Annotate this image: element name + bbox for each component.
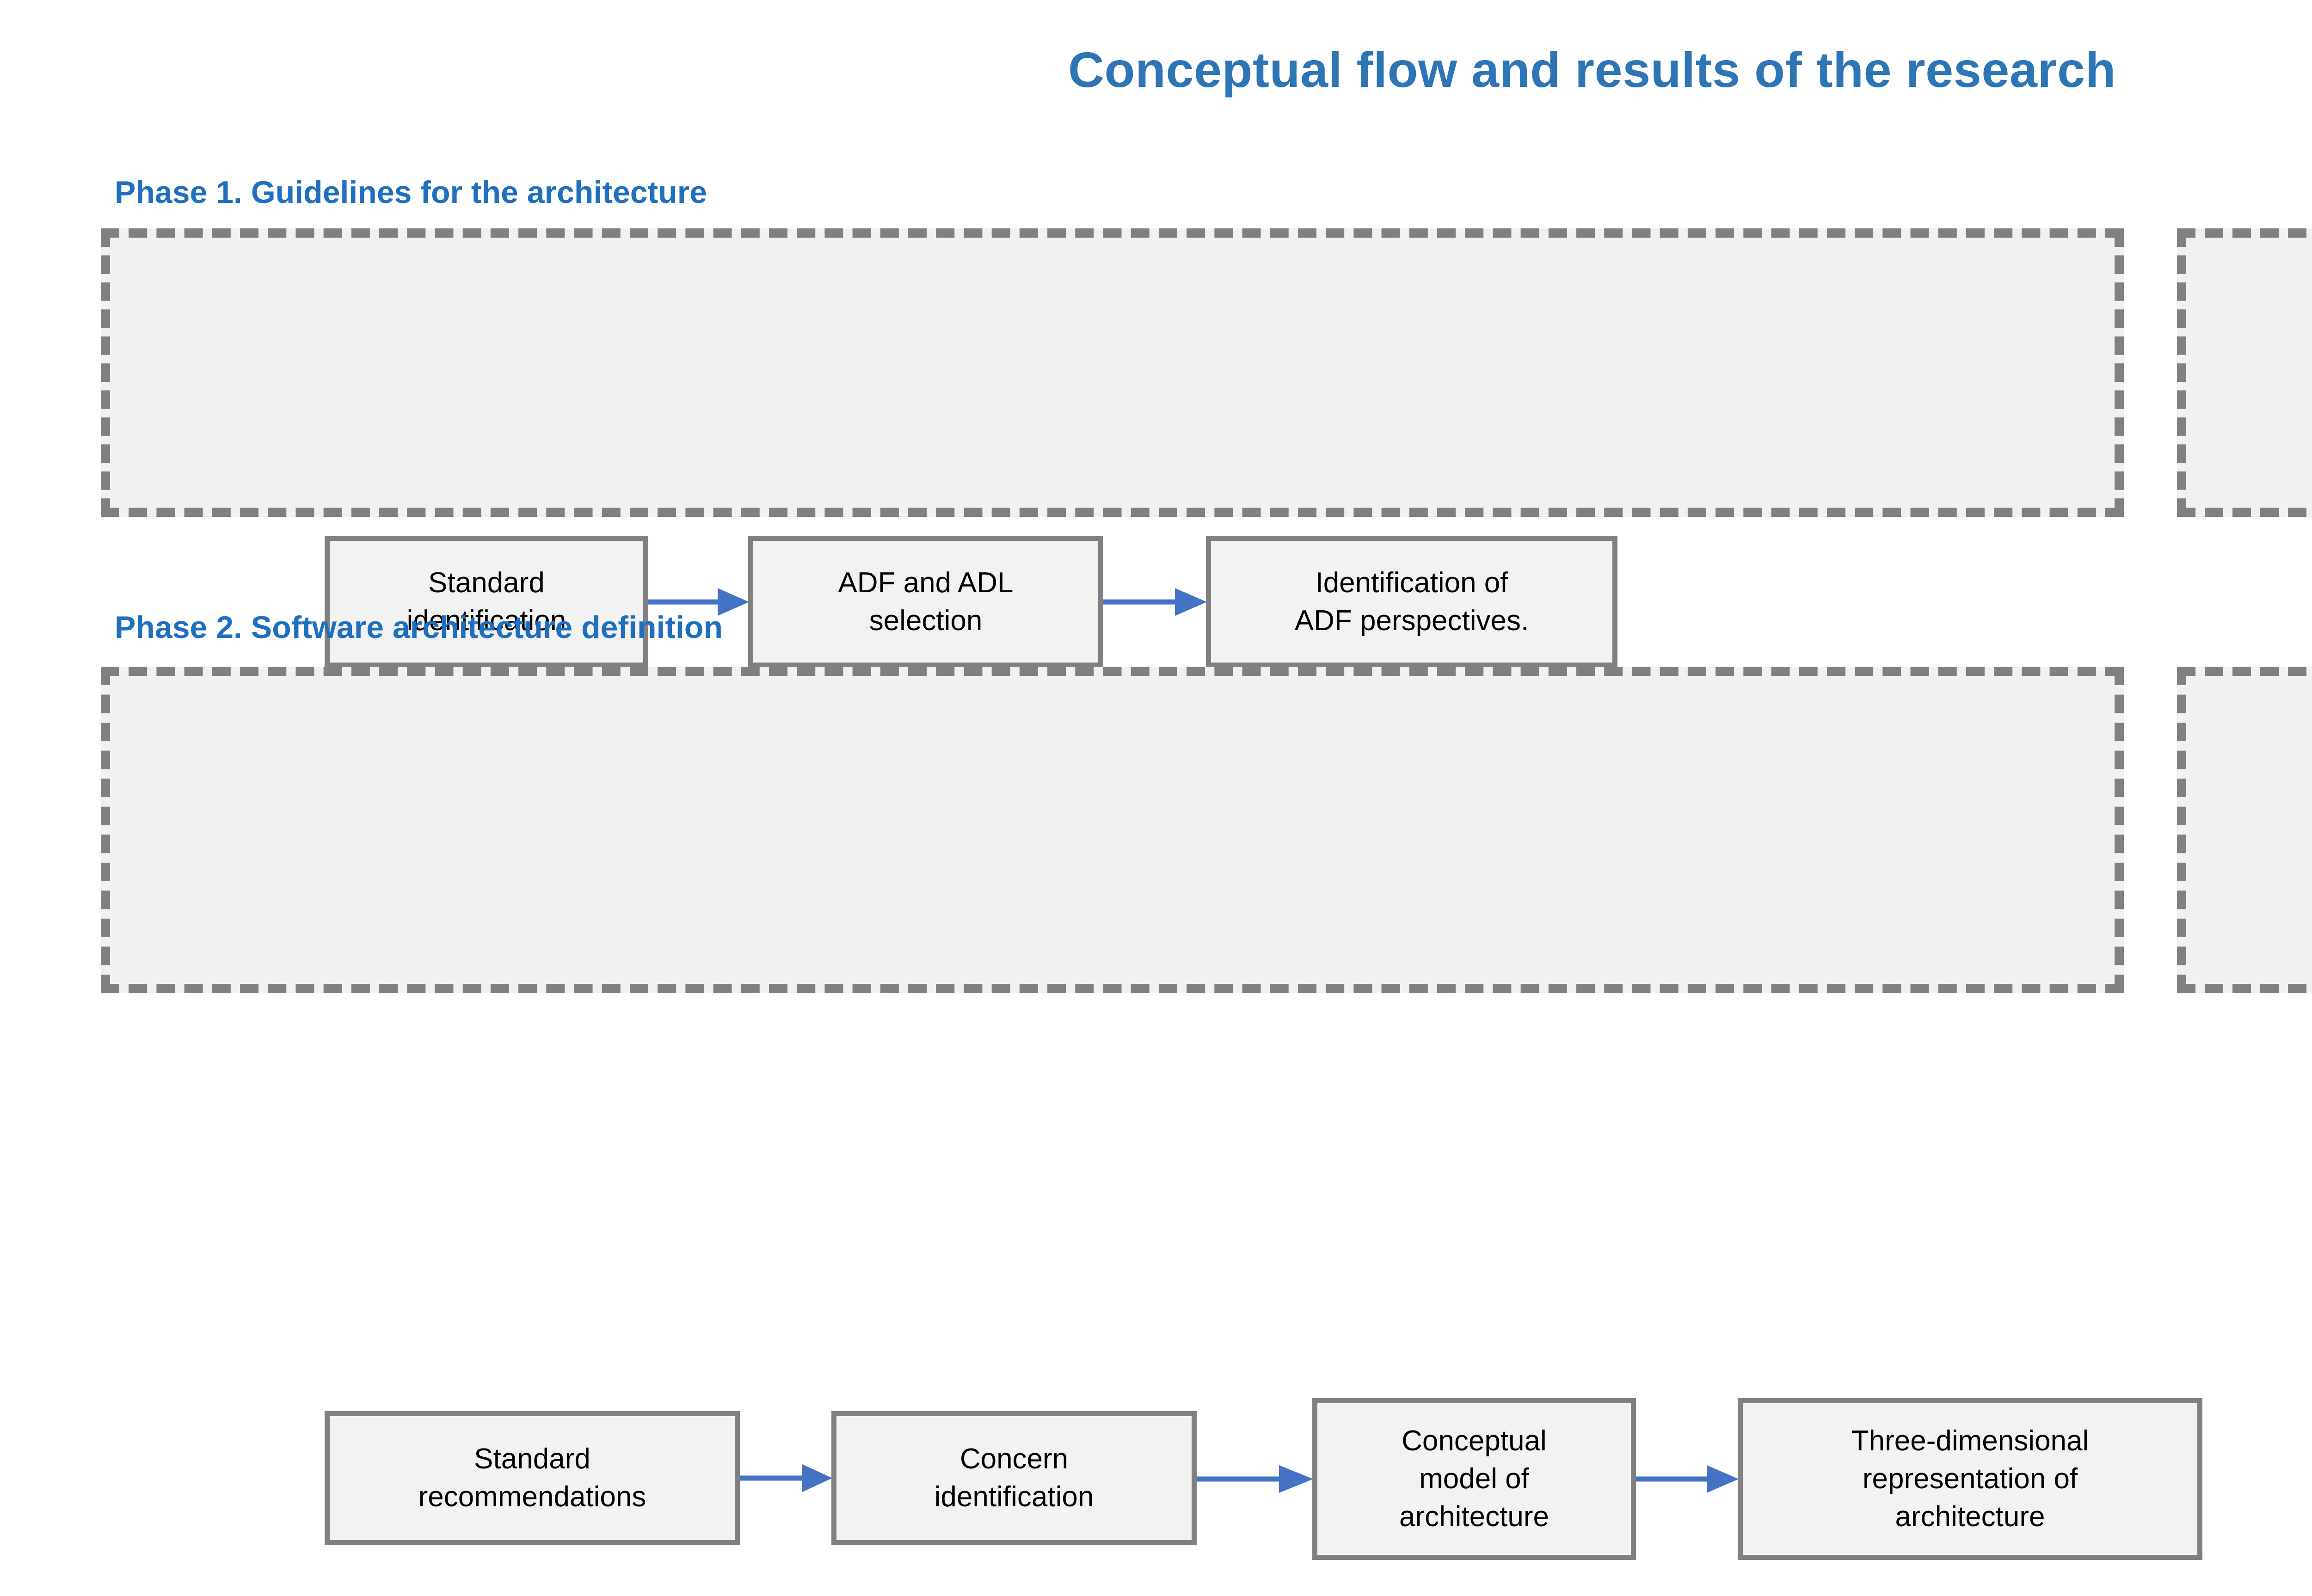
- flow-arrow-icon: [740, 1464, 832, 1492]
- flow-arrow-icon: [1636, 1465, 1739, 1493]
- phase-2-heading: Phase 2. Software architecture definitio…: [115, 610, 723, 645]
- flow-arrow-icon: [648, 588, 749, 616]
- phase-2-result-panel: Layerstructure Three-dimensionalcomponen…: [2177, 667, 2312, 993]
- page-title: Conceptual flow and results of the resea…: [1068, 42, 2116, 98]
- phase-1-result-panel: ISO/IEC/IEEE42010 Zachman+Kruchten: [2177, 228, 2312, 517]
- phase-1-heading: Phase 1. Guidelines for the architecture: [115, 175, 707, 210]
- flow-arrow-icon: [1197, 1465, 1313, 1493]
- flow-arrow-icon: [1103, 588, 1207, 616]
